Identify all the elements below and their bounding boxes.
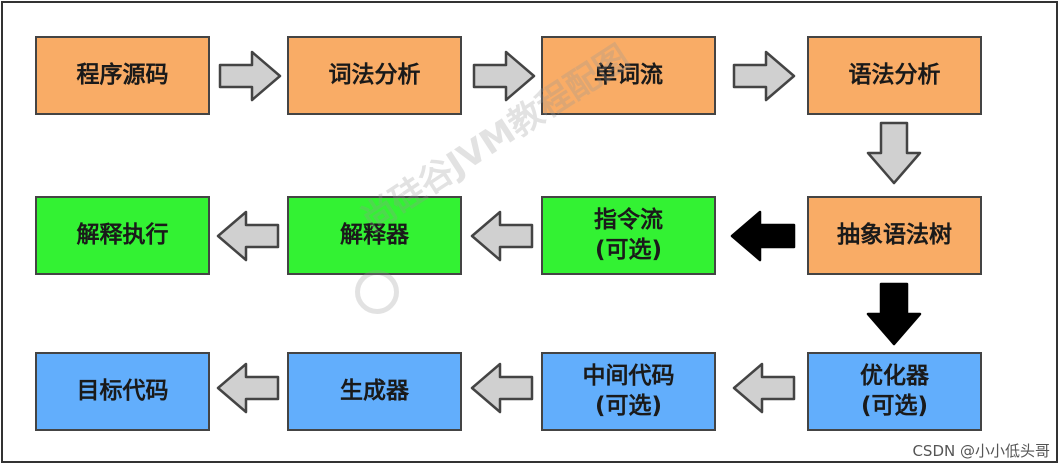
node-label: 抽象语法树 [837,221,952,248]
node-label: 解释器 [340,221,409,248]
node-label: 词法分析 [328,61,421,88]
node-syntax-analysis: 语法分析 [807,36,982,115]
node-label: 中间代码 [582,362,675,389]
node-instruction-stream: 指令流 (可选) [541,196,716,275]
node-label: 解释执行 [76,221,169,248]
node-source-code: 程序源码 [35,36,210,115]
arrow-left-black-icon [730,210,796,262]
arrow-right-icon [732,50,796,102]
node-label: 优化器 [860,362,929,389]
node-ast: 抽象语法树 [807,196,982,275]
arrow-right-icon [218,50,282,102]
node-interpret-exec: 解释执行 [35,196,210,275]
node-interpreter: 解释器 [287,196,462,275]
watermark-logo-icon [355,270,399,314]
node-label: 单词流 [594,61,663,88]
node-label: 程序源码 [76,61,169,88]
node-token-stream: 单词流 [541,36,716,115]
arrow-left-icon [216,210,280,262]
arrow-left-icon [470,362,534,414]
node-optimizer: 优化器 (可选) [807,352,982,431]
arrow-left-icon [216,362,280,414]
arrow-left-icon [470,210,534,262]
node-generator: 生成器 [287,352,462,431]
node-label: 语法分析 [848,61,941,88]
node-label: 指令流 [594,206,663,233]
node-sublabel: (可选) [594,392,663,419]
source-credit: CSDN @小小低头哥 [912,442,1050,460]
node-sublabel: (可选) [860,392,929,419]
arrow-left-icon [732,362,796,414]
node-sublabel: (可选) [594,236,663,263]
node-target-code: 目标代码 [35,352,210,431]
arrow-down-black-icon [866,282,922,346]
arrow-right-icon [472,50,536,102]
node-label: 目标代码 [76,377,169,404]
arrow-down-icon [866,121,922,185]
node-intermediate-code: 中间代码 (可选) [541,352,716,431]
node-lexical-analysis: 词法分析 [287,36,462,115]
node-label: 生成器 [340,377,409,404]
